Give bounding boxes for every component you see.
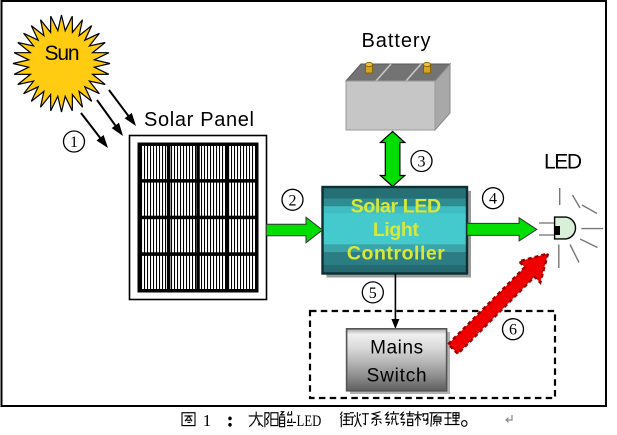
svg-text:Battery: Battery (362, 30, 431, 52)
svg-text:3: 3 (418, 154, 426, 171)
svg-text:2: 2 (289, 192, 297, 209)
svg-text:4: 4 (489, 191, 497, 208)
svg-text:Light: Light (373, 219, 420, 241)
svg-text:1: 1 (203, 411, 212, 430)
svg-text:Switch: Switch (367, 366, 427, 387)
svg-text:Solar LED: Solar LED (351, 195, 442, 217)
svg-text:1: 1 (70, 134, 78, 151)
svg-text:LED: LED (544, 151, 582, 174)
svg-text:Controller: Controller (347, 242, 445, 264)
svg-text:Mains: Mains (370, 338, 423, 359)
svg-text:-LED: -LED (292, 413, 321, 430)
svg-text:5: 5 (369, 285, 377, 302)
svg-text:Solar Panel: Solar Panel (144, 109, 254, 131)
svg-text:6: 6 (509, 322, 517, 339)
svg-text:Sun: Sun (45, 42, 80, 65)
